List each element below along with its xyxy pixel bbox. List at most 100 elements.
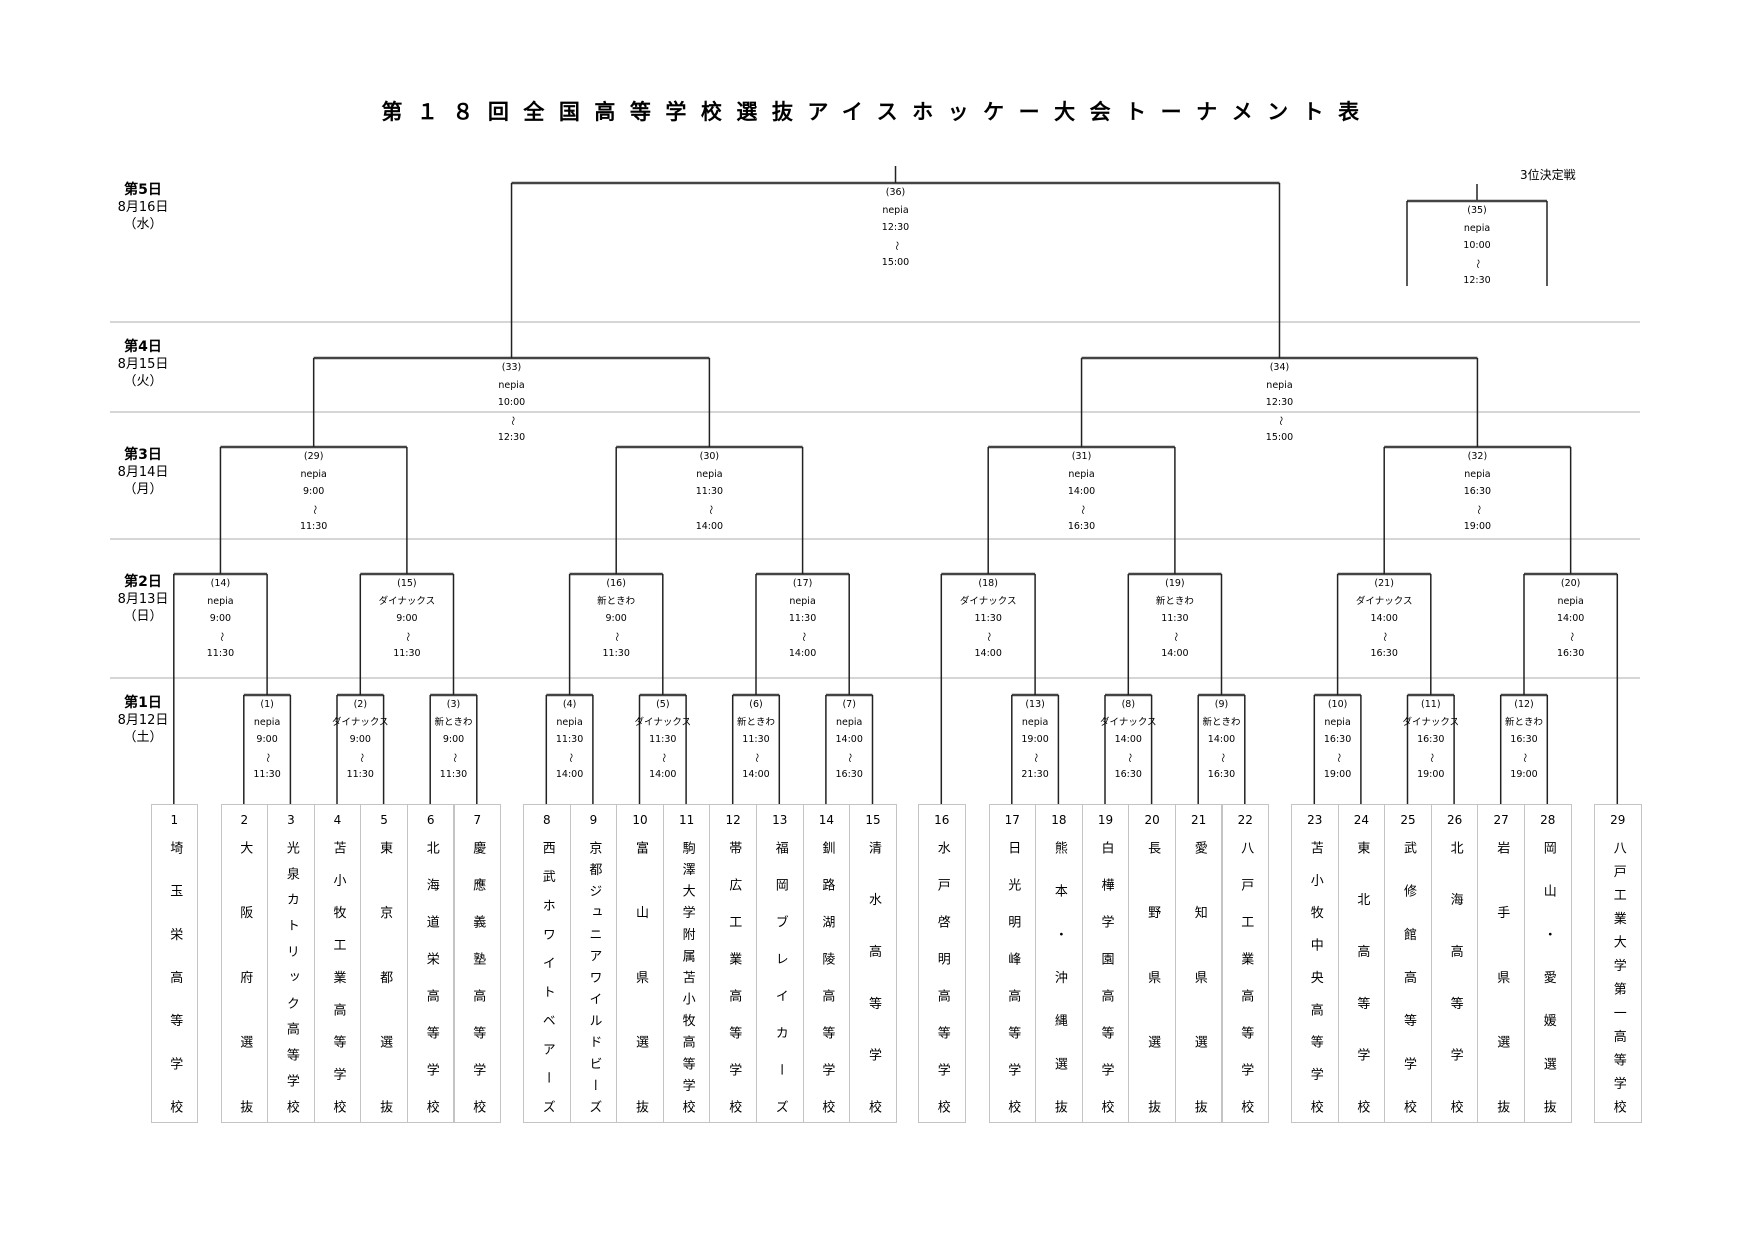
match-venue: nepia [1021, 716, 1049, 728]
match-venue: nepia [836, 716, 863, 728]
match-start-time: 12:30 [881, 222, 910, 233]
day-date: 8月12日 [117, 713, 169, 728]
team-number: 3 [287, 813, 295, 827]
match-end-time: 14:00 [555, 769, 584, 780]
team-name: 帯広工業高等学校 [726, 841, 742, 1113]
day-number: 第2日 [124, 574, 162, 590]
team-number: 24 [1353, 813, 1370, 827]
match-end-time: 11:30 [346, 769, 374, 780]
wave-dash: 〜 [704, 504, 716, 515]
team-name: 埼玉栄高等学校 [167, 841, 183, 1113]
match-start-time: 11:30 [788, 613, 817, 624]
match-end-time: 19:00 [1463, 521, 1492, 532]
wave-dash: 〜 [843, 752, 855, 763]
match-end-time: 16:30 [1207, 769, 1236, 780]
match-venue: nepia [556, 716, 583, 728]
team-name: 熊本・沖縄選抜 [1051, 841, 1067, 1113]
wave-dash: 〜 [1565, 631, 1577, 642]
match-start-time: 11:30 [974, 613, 1002, 624]
day-date: 8月15日 [117, 357, 169, 372]
match-venue: nepia [1557, 595, 1584, 607]
day-number: 第4日 [124, 339, 162, 355]
match-start-time: 10:00 [497, 397, 526, 408]
day-weekday: （月） [123, 482, 163, 497]
wave-dash: 〜 [448, 752, 460, 763]
match-start-time: 12:30 [1265, 397, 1294, 408]
day-weekday: （火） [123, 374, 163, 389]
match-start-time: 9:00 [303, 486, 325, 497]
team-box: 2 大阪府選抜 [220, 804, 269, 1123]
match-venue: ダイナックス [332, 716, 389, 728]
day-weekday: （土） [123, 730, 163, 745]
team-number: 11 [678, 813, 695, 827]
wave-dash: 〜 [890, 240, 902, 251]
match-start-time: 11:30 [695, 486, 724, 497]
team-number: 28 [1540, 813, 1556, 827]
match-number: (1) [260, 699, 274, 710]
match-venue: ダイナックス [1100, 716, 1157, 728]
team-name: 福岡ブレイカーズ [772, 841, 788, 1113]
match-venue: 新ときわ [736, 716, 775, 728]
match-venue: nepia [207, 595, 234, 607]
match-number: (3) [446, 699, 461, 710]
team-name: 大阪府選抜 [237, 841, 253, 1113]
match-number: (16) [606, 578, 626, 589]
wave-dash: 〜 [1169, 631, 1181, 642]
team-number: 14 [818, 813, 835, 827]
team-name: 東北高等学校 [1354, 841, 1370, 1113]
match-venue: nepia [789, 595, 816, 607]
match-number: (5) [656, 699, 670, 710]
wave-dash: 〜 [657, 752, 669, 763]
match-start-time: 9:00 [442, 734, 465, 745]
match-start-time: 14:00 [835, 734, 863, 745]
match-venue: ダイナックス [378, 595, 436, 607]
match-end-time: 11:30 [602, 648, 630, 659]
match-number: (10) [1327, 699, 1348, 710]
match-end-time: 16:30 [1067, 521, 1096, 532]
match-end-time: 14:00 [742, 769, 770, 780]
team-name: 釧路湖陵高等学校 [819, 841, 835, 1113]
match-end-time: 15:00 [881, 257, 910, 268]
match-end-time: 14:00 [695, 521, 724, 532]
team-name: 水戸啓明高等学校 [934, 841, 950, 1113]
match-number: (12) [1514, 699, 1534, 710]
team-number: 4 [333, 813, 342, 827]
team-number: 7 [473, 813, 482, 827]
match-start-time: 9:00 [209, 613, 232, 624]
third-place-label: 3位決定戦 [1520, 168, 1576, 182]
match-start-time: 9:00 [256, 734, 278, 745]
match-venue: nepia [696, 468, 723, 480]
wave-dash: 〜 [564, 752, 576, 763]
day-label: 第4日 8月15日 （火） [103, 339, 183, 390]
team-box: 14 釧路湖陵高等学校 [802, 804, 851, 1123]
team-number: 2 [240, 813, 249, 827]
match-end-time: 16:30 [1114, 769, 1142, 780]
match-venue: ダイナックス [959, 595, 1017, 607]
day-number: 第1日 [124, 695, 162, 711]
match-venue: ダイナックス [1355, 595, 1413, 607]
match-venue: 新ときわ [1504, 716, 1543, 728]
match-number: (6) [749, 699, 763, 710]
match-number: (36) [885, 187, 906, 198]
match-end-time: 11:30 [206, 648, 235, 659]
